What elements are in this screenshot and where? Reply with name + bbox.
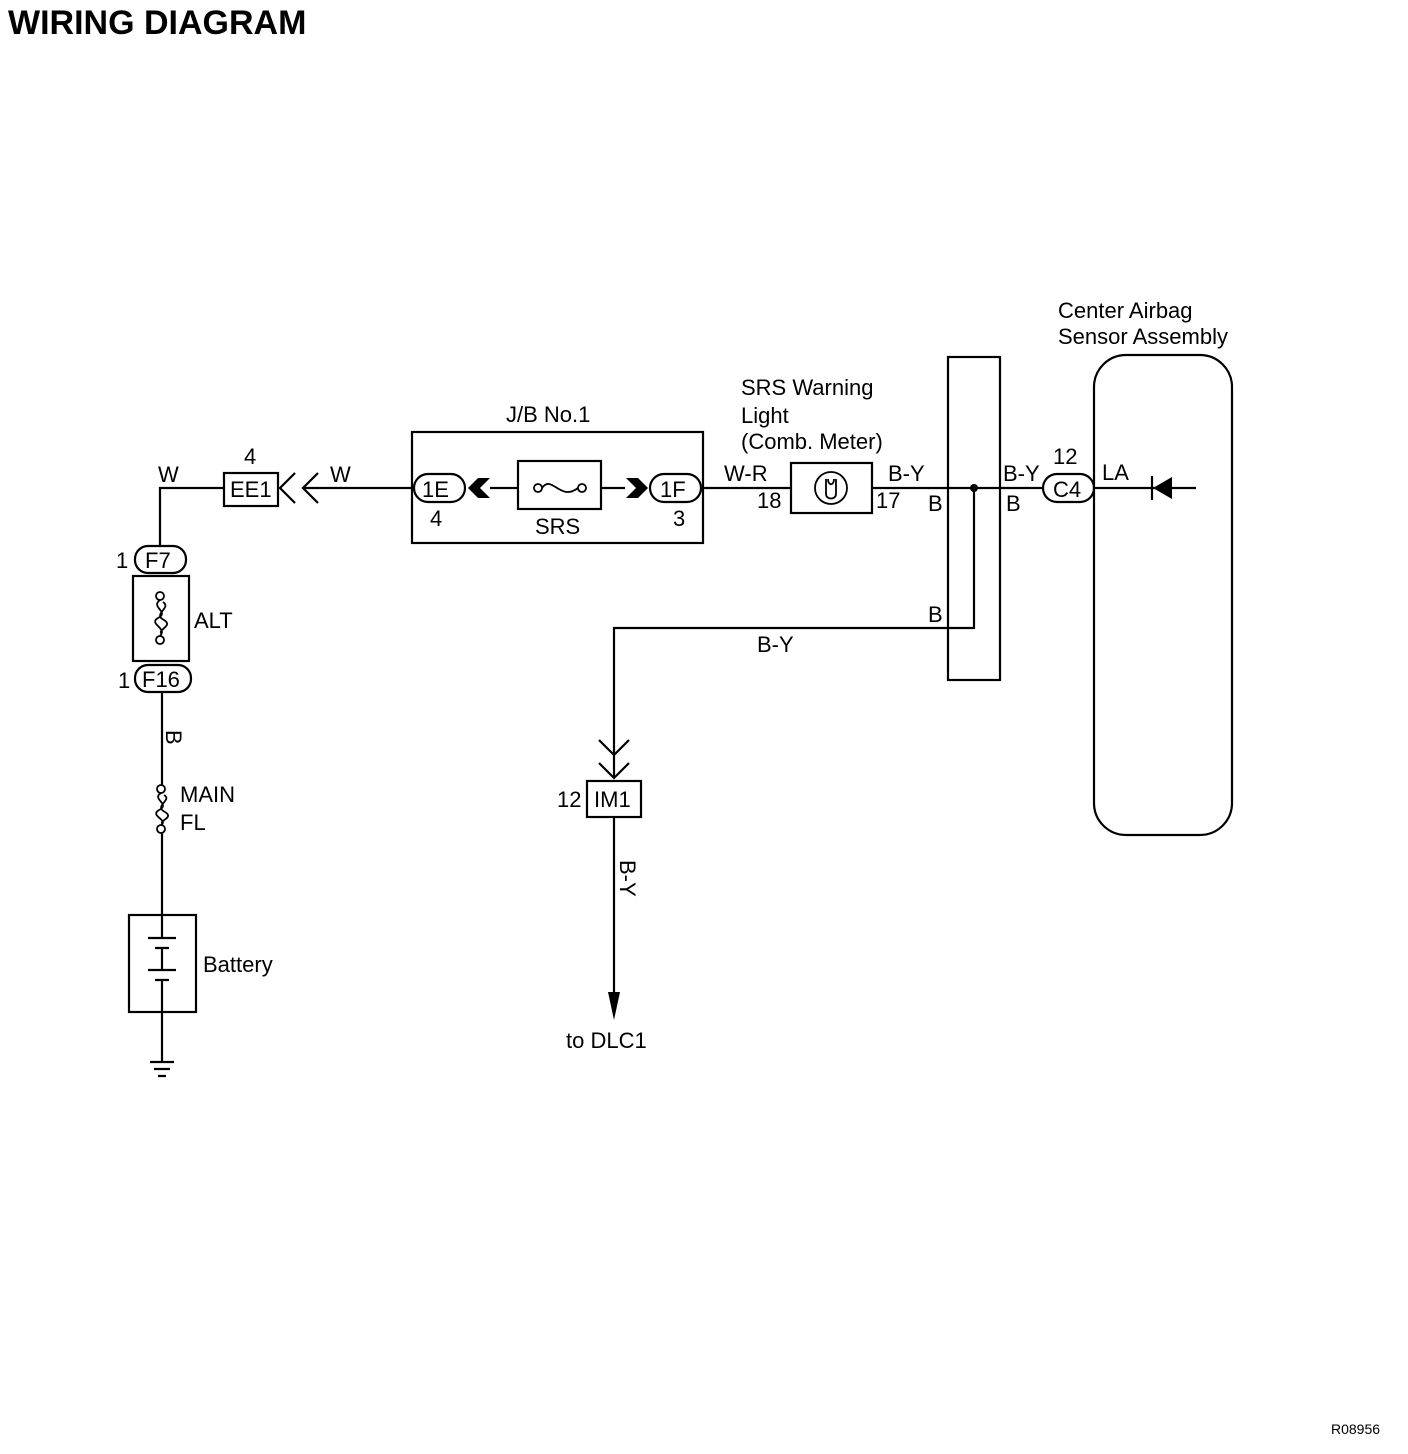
connector-c4-pin: 12 — [1053, 444, 1077, 469]
diode-icon — [1150, 476, 1172, 500]
center-airbag-label-line1: Center Airbag — [1058, 298, 1193, 323]
connector-1e-label: 1E — [422, 477, 449, 502]
connector-im1: IM1 — [585, 779, 643, 819]
connector-f7-pin: 1 — [116, 548, 128, 573]
connector-c4-label: C4 — [1053, 477, 1081, 502]
arrow-down-icon — [608, 992, 620, 1020]
wire-w-left — [158, 486, 224, 547]
splice-point — [970, 484, 978, 492]
main-fl-label-line1: MAIN — [180, 782, 235, 807]
connector-1f-label: 1F — [660, 477, 686, 502]
connector-im1-pin: 12 — [557, 787, 581, 812]
wire-b-y-branch — [612, 626, 948, 778]
srs-warning-label-line3: (Comb. Meter) — [741, 429, 883, 454]
reference-code: R08956 — [1331, 1421, 1380, 1437]
center-airbag-sensor-box — [1092, 353, 1234, 837]
connector-im1-label: IM1 — [594, 787, 631, 812]
connector-f16-label: F16 — [142, 667, 180, 692]
wire-label-b-splice-2: B — [1006, 491, 1021, 516]
junction-block-label: J/B No.1 — [506, 402, 590, 427]
srs-fuse — [516, 459, 603, 511]
wire-label-b-y-meter: B-Y — [888, 461, 925, 486]
connector-f7: F7 — [133, 544, 188, 575]
connector-f16: F16 — [133, 663, 193, 694]
arrow-left-icon — [468, 478, 490, 498]
wire-label-w-left: W — [158, 462, 179, 487]
alt-fuse-label: ALT — [194, 608, 233, 633]
wire-label-w-r: W-R — [724, 461, 768, 486]
wire-label-b-splice-3: B — [928, 602, 943, 627]
wire-label-b-y-branch: B-Y — [757, 632, 794, 657]
wire-label-b-splice-1: B — [928, 491, 943, 516]
wire-label-b-vertical: B — [161, 730, 186, 745]
connector-1f-pin: 3 — [673, 506, 685, 531]
srs-warning-label-line1: SRS Warning — [741, 375, 873, 400]
connector-1e: 1E — [412, 472, 467, 504]
connector-1f: 1F — [648, 472, 703, 504]
main-fl-fusible-link — [155, 784, 169, 834]
srs-warning-light — [789, 461, 874, 515]
connector-c4: C4 — [1041, 472, 1096, 504]
terminal-la-label: LA — [1102, 460, 1129, 485]
srs-warning-label-line2: Light — [741, 403, 789, 428]
alt-fusible-link — [131, 574, 191, 663]
meter-pin-out: 17 — [876, 488, 900, 513]
arrow-right-icon — [626, 478, 648, 498]
connector-f16-pin: 1 — [118, 668, 130, 693]
connector-ee1-pin: 4 — [244, 444, 256, 469]
main-fl-label-line2: FL — [180, 810, 206, 835]
connector-1e-pin: 4 — [430, 506, 442, 531]
srs-fuse-label: SRS — [535, 514, 580, 539]
battery-symbol — [127, 913, 198, 1014]
connector-ee1-label: EE1 — [230, 477, 272, 502]
wire-splice-drop — [948, 488, 976, 630]
meter-pin-in: 18 — [757, 488, 781, 513]
chevron-down-icon — [598, 739, 630, 780]
wire-label-b-y-c4: B-Y — [1003, 461, 1040, 486]
connector-ee1: EE1 — [222, 471, 280, 508]
wire-label-w-jb: W — [330, 462, 351, 487]
center-airbag-label-line2: Sensor Assembly — [1058, 324, 1228, 349]
battery-label: Battery — [203, 952, 273, 977]
ground-icon — [150, 1012, 174, 1078]
dlc-label: to DLC1 — [566, 1028, 647, 1053]
page-title: WIRING DIAGRAM — [8, 4, 306, 42]
connector-f7-label: F7 — [145, 548, 171, 573]
wire-label-b-y-down: B-Y — [615, 860, 640, 897]
